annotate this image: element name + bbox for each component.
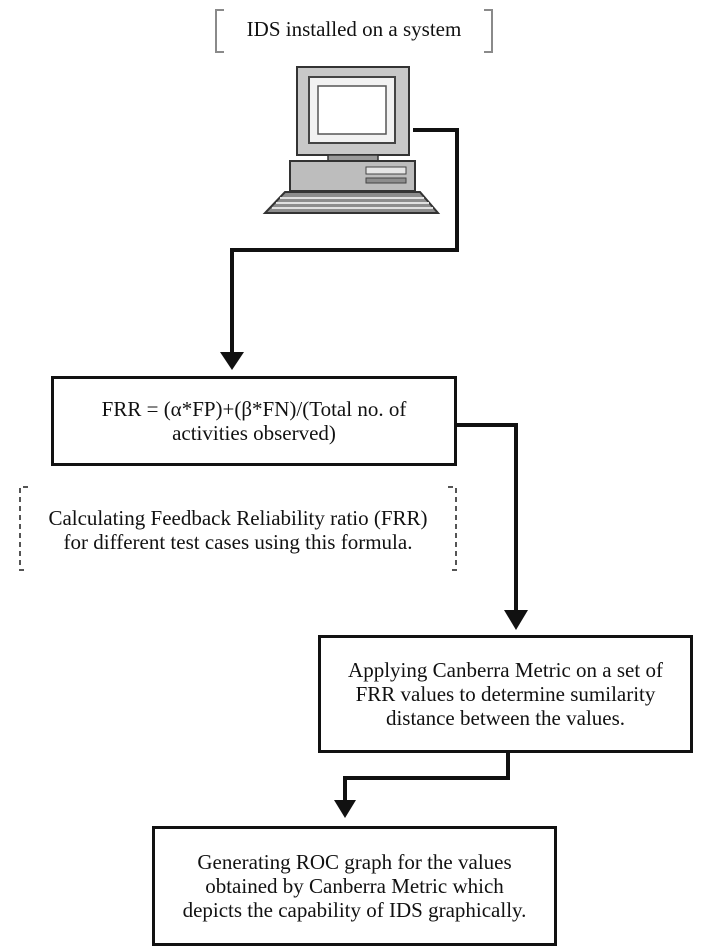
connector-frr-to-canberra	[456, 423, 518, 620]
arrowhead-canberra	[504, 610, 528, 630]
connector-computer-to-frr	[230, 128, 459, 362]
roc-graph-box: Generating ROC graph for the values obta…	[152, 826, 557, 946]
frr-note-line-2: for different test cases using this form…	[63, 530, 413, 554]
roc-line-2: obtained by Canberra Metric which	[205, 874, 504, 898]
ids-label-bracket	[215, 9, 493, 53]
roc-line-1: Generating ROC graph for the values	[197, 850, 512, 874]
roc-line-3: depicts the capability of IDS graphicall…	[182, 898, 527, 922]
frr-formula-line-1: FRR = (α*FP)+(β*FN)/(Total no. of	[101, 397, 407, 421]
connector-canberra-to-roc	[343, 752, 510, 810]
arrowhead-roc	[334, 800, 356, 818]
canberra-metric-box: Applying Canberra Metric on a set of FRR…	[318, 635, 693, 753]
canberra-line-2: FRR values to determine sumilarity	[355, 682, 656, 706]
arrowhead-frr	[220, 352, 244, 370]
frr-note-line-1: Calculating Feedback Reliability ratio (…	[48, 506, 428, 530]
desktop-computer-icon	[262, 66, 441, 214]
canberra-line-1: Applying Canberra Metric on a set of	[348, 658, 663, 682]
frr-formula-box: FRR = (α*FP)+(β*FN)/(Total no. of activi…	[51, 376, 457, 466]
canberra-line-3: distance between the values.	[385, 706, 626, 730]
frr-note: Calculating Feedback Reliability ratio (…	[22, 506, 454, 554]
frr-formula-line-2: activities observed)	[172, 421, 336, 445]
note-bracket	[19, 486, 457, 571]
ids-label: IDS installed on a system	[246, 17, 462, 41]
